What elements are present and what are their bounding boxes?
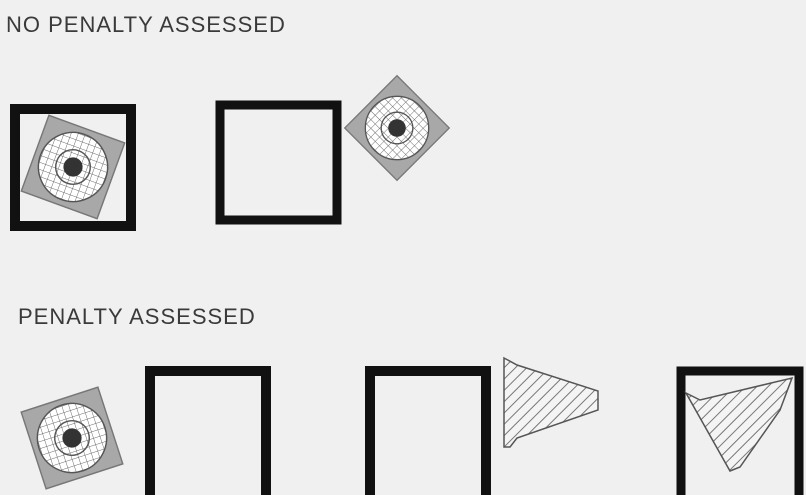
goal-box-3: [150, 371, 266, 495]
wedge-token-2: [686, 378, 792, 471]
disc-token-3: [21, 387, 123, 489]
wedge-token-1: [504, 358, 598, 447]
disc-token-2: [345, 76, 450, 181]
goal-box-2: [220, 105, 337, 220]
goal-box-4: [370, 371, 486, 495]
disc-token-1: [21, 115, 124, 218]
